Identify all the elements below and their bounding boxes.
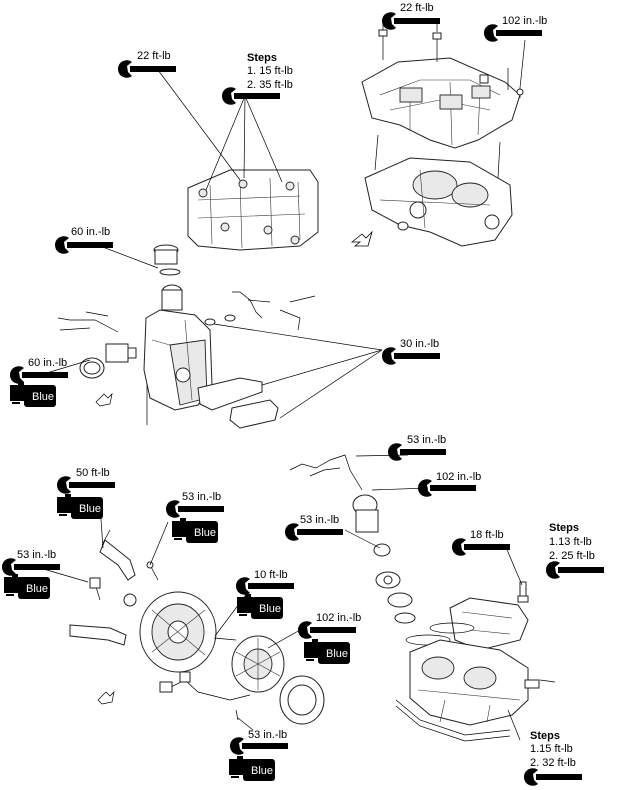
locker-label: Blue [32,391,54,403]
steps-item: 1. 15 ft-lb [247,65,293,77]
torque-label: 10 ft-lb [254,569,288,581]
callout-53-inlb-a: 53 in.-lb [388,434,446,461]
locker-label: Blue [79,503,101,515]
callout-18-ftlb: 18 ft-lb [452,529,510,556]
oil-tank-filler [153,244,183,311]
callout-60-inlb-b: 60 in.-lb Blue [9,357,68,408]
crankcase-upper [361,57,521,149]
trigger-bracket [69,529,137,705]
locker-label: Blue [326,648,348,660]
stator-cover-gasket [279,675,325,725]
oil-tank-brackets [95,377,279,429]
torque-label: 102 in.-lb [502,15,547,27]
cylinder-block [409,639,556,726]
callout-22-ftlb-head: 22 ft-lb [118,50,176,78]
spark-plug [517,581,529,603]
torque-label: 18 ft-lb [470,529,504,541]
callout-102-inlb-top: 102 in.-lb [484,15,547,42]
callout-53-inlb-b: 53 in.-lb [285,514,343,541]
torque-label: 53 in.-lb [407,434,446,446]
torque-label: 53 in.-lb [300,514,339,526]
cylinder-head [187,169,319,251]
callout-steps-plug: Steps 1.13 ft-lb 2. 25 ft-lb [546,522,604,579]
valve-cover [449,597,529,651]
callout-steps-head: Steps 1. 15 ft-lb 2. 35 ft-lb [222,52,293,105]
steps-title: Steps [549,522,579,534]
callout-53-inlb-d: 53 in.-lb Blue [2,549,60,600]
wrench-icon [524,768,582,786]
steps-item: 1.15 ft-lb [530,743,573,755]
flywheel [139,591,217,673]
callout-50-ftlb: 50 ft-lb Blue [56,467,115,520]
torque-label: 60 in.-lb [71,226,110,238]
torque-label: 102 in.-lb [316,612,361,624]
torque-label: 22 ft-lb [400,2,434,14]
callout-53-inlb-c: 53 in.-lb Blue [166,491,224,544]
steps-title: Steps [247,52,277,64]
oil-tank-sensor [79,343,137,379]
torque-label: 53 in.-lb [248,729,287,741]
locker-label: Blue [26,583,48,595]
callout-102-inlb-low: 102 in.-lb Blue [298,612,361,665]
crankcase-lower [364,157,513,247]
wrench-icon [546,561,604,579]
front-arrow-icon [350,230,373,247]
callout-10-ftlb: 10 ft-lb Blue [236,569,294,620]
steps-title: Steps [530,730,560,742]
stator [231,635,285,693]
wrench-icon [382,12,440,30]
stator-harness [159,671,251,701]
throttle-cable [289,454,363,491]
callout-steps-bottom: Steps 1.15 ft-lb 2. 32 ft-lb [524,730,582,786]
torque-label: 53 in.-lb [17,549,56,561]
wrench-icon [55,236,113,254]
torque-label: 102 in.-lb [436,471,481,483]
crankcase-bolts [374,29,524,231]
callout-60-inlb-a: 60 in.-lb [55,226,113,254]
callout-102-inlb-mid: 102 in.-lb [418,471,481,497]
wrench-icon [118,60,176,78]
steps-item: 1.13 ft-lb [549,536,592,548]
locker-label: Blue [259,603,281,615]
torque-label: 60 in.-lb [28,357,67,369]
locker-label: Blue [251,765,273,777]
locker-label: Blue [194,527,216,539]
callout-53-inlb-e: 53 in.-lb Blue [228,729,288,782]
throttle-body-parts [352,494,416,624]
torque-label: 22 ft-lb [137,50,171,62]
torque-label: 53 in.-lb [182,491,221,503]
torque-label: 30 in.-lb [400,338,439,350]
steps-item: 2. 32 ft-lb [530,757,576,769]
oil-tank-hoses [57,291,316,333]
steps-item: 2. 25 ft-lb [549,550,595,562]
callout-30-inlb: 30 in.-lb [382,338,440,365]
cylinder-base-gasket [395,699,511,742]
torque-label: 50 ft-lb [76,467,110,479]
steps-item: 2. 35 ft-lb [247,79,293,91]
callout-22-ftlb-top: 22 ft-lb [382,2,440,30]
